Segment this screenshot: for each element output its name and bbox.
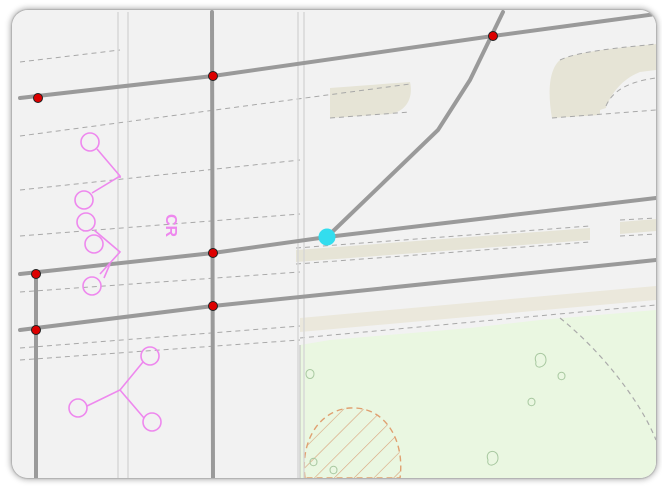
tree-icons [305,353,566,475]
tree-icon [309,457,318,467]
red-dot-node[interactable] [33,93,43,103]
road-northern [18,12,656,100]
road-diagonal [325,10,505,239]
pink-symbol-group-lower [68,346,162,432]
cyan-selection-point[interactable] [318,228,336,246]
tree-icon [527,397,536,407]
red-dot-node[interactable] [31,325,41,335]
landuse-strip-b [620,219,656,234]
map-viewport[interactable]: CR [12,10,656,478]
pink-symbol-group-upper [74,132,122,296]
hatched-area [303,407,402,478]
red-dot-node[interactable] [488,31,498,41]
landuse-block-top-left [330,82,411,118]
vertex-nodes[interactable] [31,31,498,335]
tree-icon [305,369,315,379]
parcel-boundaries [19,43,656,361]
tree-icon [557,371,566,381]
red-dot-node[interactable] [208,301,218,311]
landuse-strip-a [296,228,590,262]
landuse-strip-c [300,286,656,332]
tree-icon [329,465,338,475]
road-vertical-center [210,10,215,478]
landuse-block-top-right-inner [606,78,656,108]
landuse-block-top-right [549,44,656,118]
map-canvas[interactable]: CR [12,10,656,478]
red-dot-node[interactable] [208,71,218,81]
tree-icon [534,353,547,368]
area-code-label: CR [162,214,179,238]
road-middle [18,196,656,276]
red-dot-node[interactable] [31,269,41,279]
red-dot-node[interactable] [208,248,218,258]
tree-icon [486,451,499,466]
park-inner-boundary [559,317,656,441]
road-network [18,10,656,478]
